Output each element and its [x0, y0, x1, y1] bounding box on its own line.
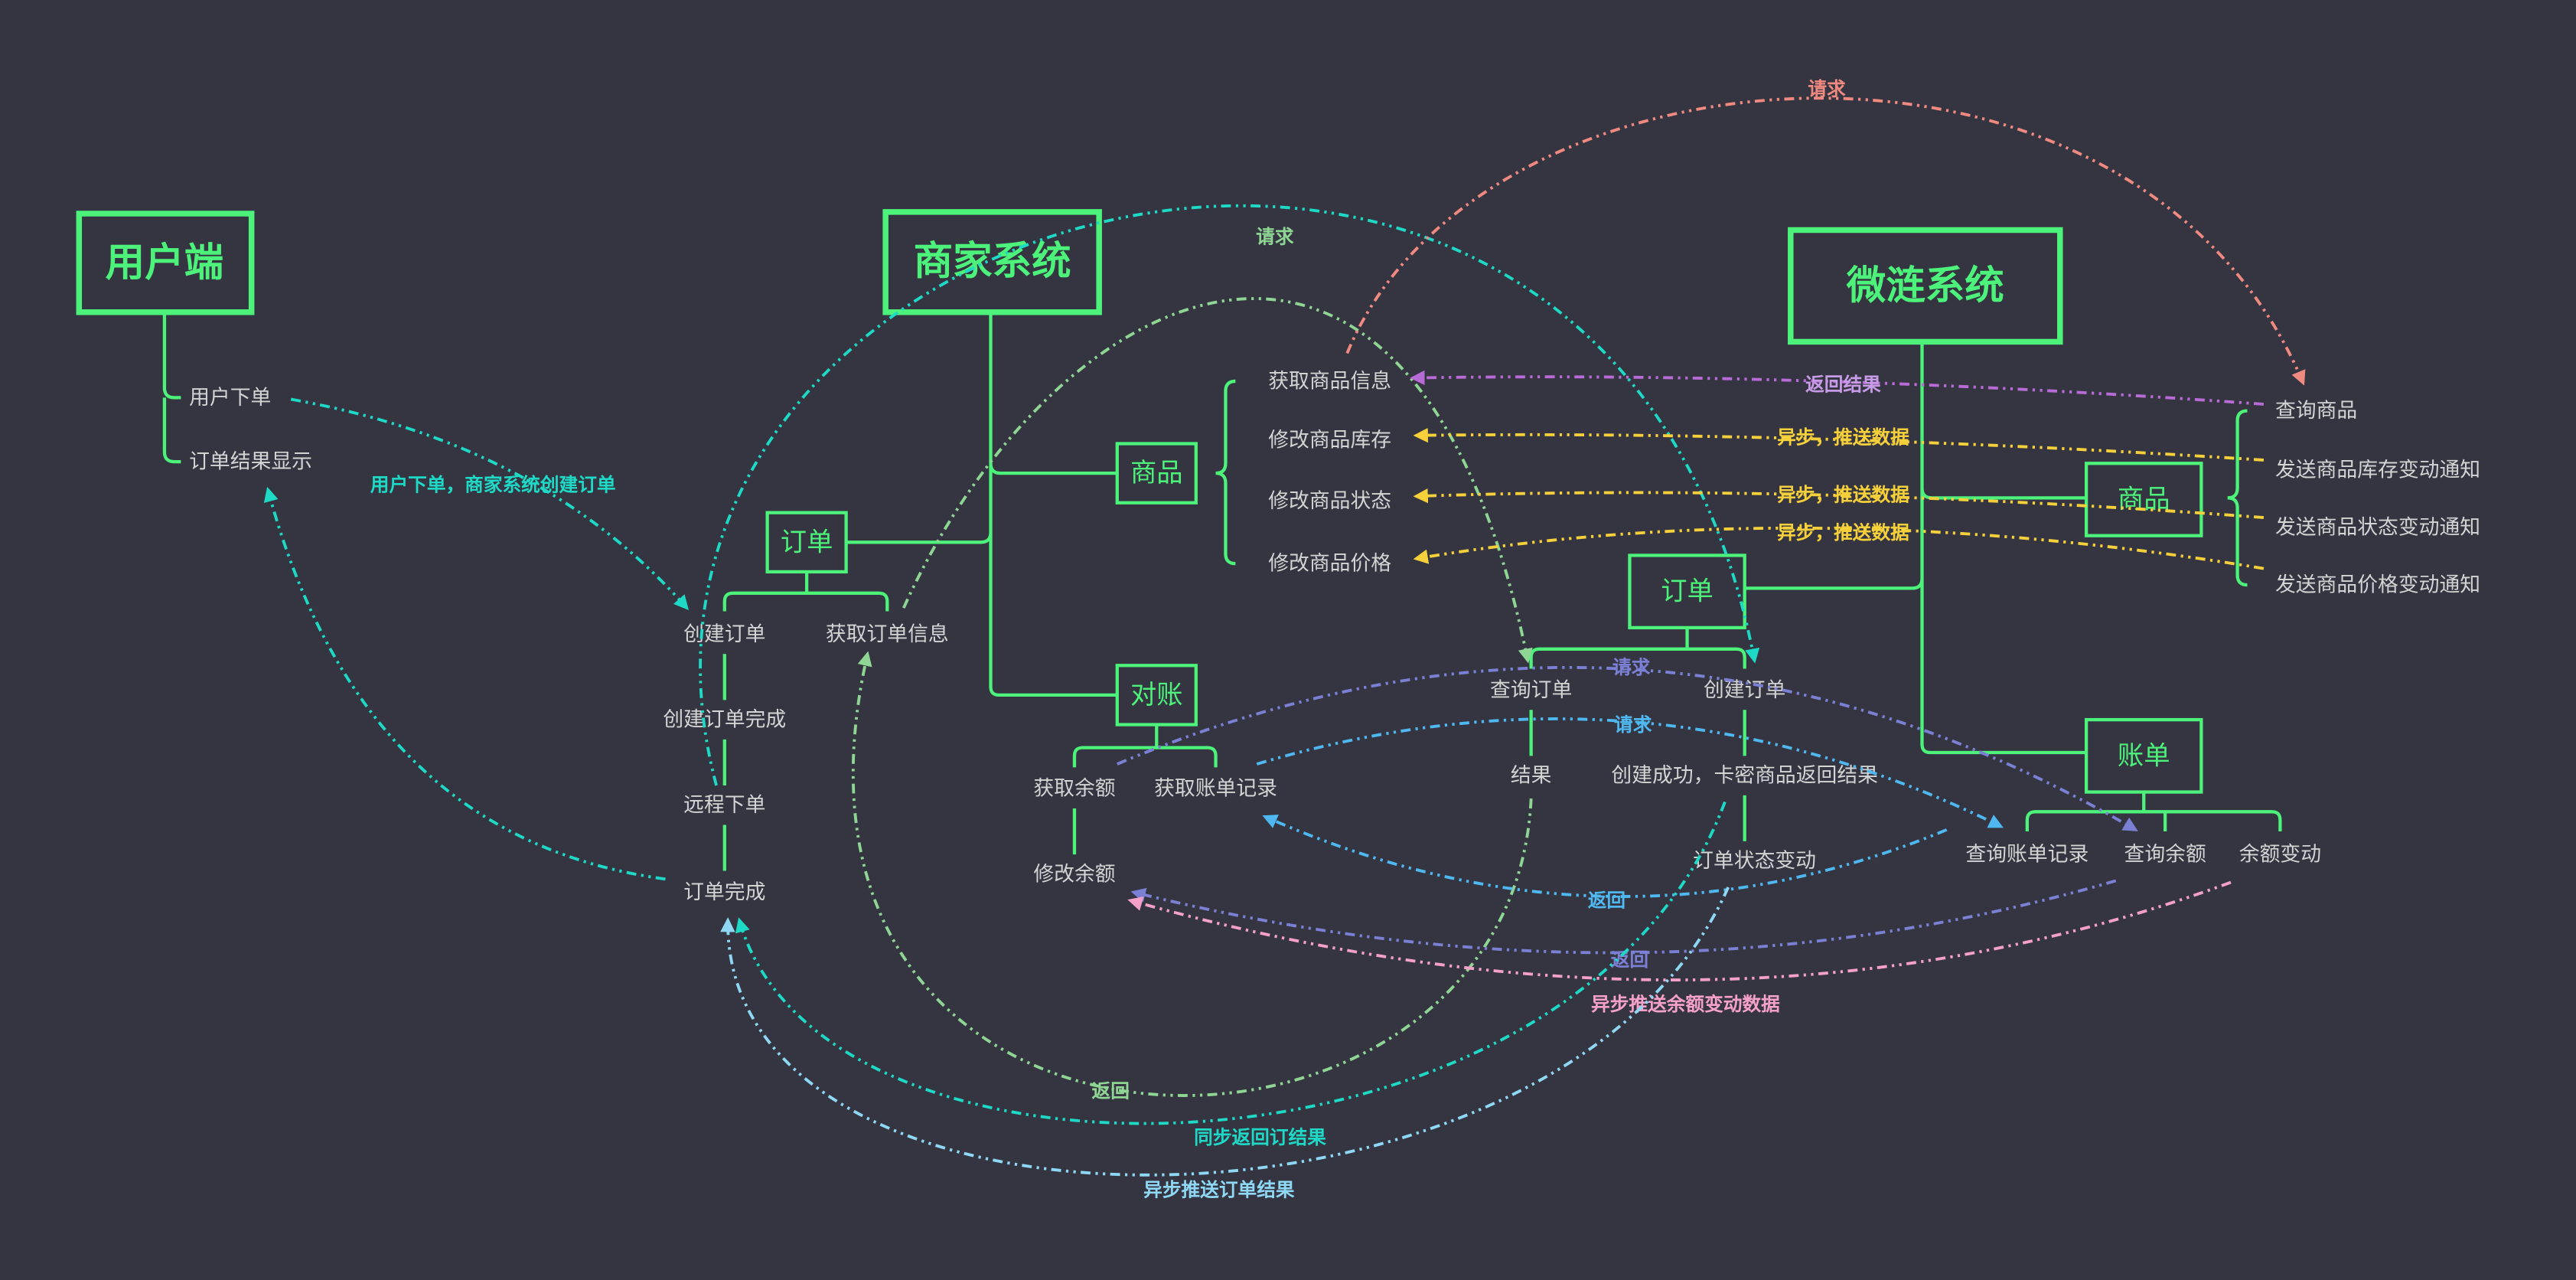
node-merchant-goods[interactable]: 商品	[1115, 442, 1198, 504]
leaf-get-bill[interactable]: 获取账单记录	[1154, 777, 1277, 801]
leaf-query-balance[interactable]: 查询余额	[2124, 843, 2206, 867]
node-label: 订单	[781, 527, 833, 557]
leaf-user-order[interactable]: 用户下单	[189, 386, 271, 410]
edge-request-goods[interactable]: 请求	[1345, 77, 2306, 386]
edge-label: 请求	[1808, 77, 1846, 100]
edge-push-balance[interactable]: 异步推送余额变动数据	[1127, 880, 2232, 1015]
node-label: 账单	[2118, 740, 2170, 771]
root-title: 微涟系统	[1846, 263, 2004, 309]
edge-label: 异步推送订单结果	[1143, 1178, 1295, 1200]
edge-request-bill[interactable]: 请求	[1256, 713, 2004, 828]
leaf-items: 用户下单 订单结果显示 获取商品信息 修改商品库存 修改商品状态 修改商品价格 …	[189, 369, 2480, 904]
edge-label: 返回	[1092, 1080, 1130, 1102]
leaf-balance-change[interactable]: 余额变动	[2239, 843, 2321, 867]
node-merchant-order[interactable]: 订单	[765, 511, 848, 574]
edge-label: 用户下单，商家系统创建订单	[370, 474, 616, 496]
edge-return-bill[interactable]: 返回	[1262, 815, 1948, 912]
leaf-notify-status[interactable]: 发送商品状态变动通知	[2275, 515, 2480, 539]
node-weilian-order[interactable]: 订单	[1628, 553, 1746, 630]
edge-async-stock[interactable]: 异步，推送数据	[1413, 426, 2265, 462]
leaf-create-order[interactable]: 创建订单	[683, 622, 765, 646]
leaf-edit-stock[interactable]: 修改商品库存	[1268, 429, 1391, 452]
node-label: 商品	[1130, 458, 1183, 488]
leaf-edit-status[interactable]: 修改商品状态	[1268, 489, 1391, 513]
leaf-edit-price[interactable]: 修改商品价格	[1268, 552, 1391, 576]
leaf-create-done[interactable]: 创建订单完成	[663, 708, 786, 732]
edge-label: 请求	[1614, 713, 1652, 736]
edge-return-order[interactable]: 返回	[851, 651, 1533, 1102]
leaf-get-order-info[interactable]: 获取订单信息	[826, 622, 949, 646]
edge-async-order[interactable]: 异步推送订单结果	[720, 887, 1730, 1200]
node-label: 对账	[1130, 680, 1183, 710]
leaf-remote-order[interactable]: 远程下单	[683, 793, 765, 817]
edge-sync-order[interactable]: 同步返回订结果	[735, 801, 1727, 1148]
leaf-query-bill[interactable]: 查询账单记录	[1965, 843, 2089, 867]
node-label: 订单	[1661, 576, 1714, 607]
leaf-notify-price[interactable]: 发送商品价格变动通知	[2275, 573, 2480, 597]
leaf-edit-balance[interactable]: 修改余额	[1033, 862, 1115, 886]
root-user[interactable]: 用户端	[76, 211, 255, 315]
edge-label: 请求	[1256, 226, 1294, 248]
root-merchant[interactable]: 商家系统	[882, 209, 1102, 315]
leaf-get-goods[interactable]: 获取商品信息	[1268, 369, 1391, 393]
edge-async-status[interactable]: 异步，推送数据	[1413, 484, 2265, 520]
node-weilian-bill[interactable]: 账单	[2084, 717, 2203, 794]
edge-return-goods[interactable]: 返回结果	[1410, 370, 2265, 406]
edge-request-order[interactable]: 请求	[902, 226, 1533, 664]
node-merchant-recon[interactable]: 对账	[1115, 664, 1198, 727]
edge-label: 返回结果	[1805, 374, 1881, 396]
root-title: 用户端	[106, 240, 224, 286]
edge-label: 异步，推送数据	[1777, 521, 1909, 544]
edge-return-balance[interactable]: 返回	[1130, 879, 2117, 971]
leaf-order-done[interactable]: 订单完成	[683, 880, 765, 904]
node-weilian-goods[interactable]: 商品	[2084, 462, 2203, 537]
edge-request-balance[interactable]: 请求	[1117, 656, 2138, 831]
leaf-status-change[interactable]: 订单状态变动	[1693, 849, 1816, 873]
leaf-order-result[interactable]: 订单结果显示	[189, 450, 312, 474]
leaf-create-result[interactable]: 创建成功，卡密商品返回结果	[1611, 764, 1878, 788]
edge-label: 返回	[1588, 890, 1625, 912]
root-title: 商家系统	[914, 238, 1071, 284]
tree-lines	[162, 312, 2282, 871]
edge-async-price[interactable]: 异步，推送数据	[1413, 521, 2265, 570]
edge-user-create[interactable]: 用户下单，商家系统创建订单	[290, 397, 689, 611]
leaf-notify-stock[interactable]: 发送商品库存变动通知	[2275, 458, 2480, 482]
edge-label: 异步，推送数据	[1777, 484, 1909, 506]
edge-order-done-to-result[interactable]	[263, 486, 666, 881]
edge-remote-to-create[interactable]	[699, 204, 1760, 786]
root-weilian[interactable]: 微涟系统	[1788, 227, 2063, 345]
leaf-wl-create-order[interactable]: 创建订单	[1704, 678, 1785, 702]
leaf-query-goods[interactable]: 查询商品	[2275, 399, 2357, 423]
leaf-query-order[interactable]: 查询订单	[1490, 678, 1572, 702]
edge-label: 异步推送余额变动数据	[1591, 993, 1780, 1015]
edge-label: 同步返回订结果	[1194, 1126, 1326, 1148]
leaf-query-result[interactable]: 结果	[1511, 764, 1552, 788]
leaf-get-balance[interactable]: 获取余额	[1033, 777, 1115, 801]
edge-label: 异步，推送数据	[1777, 426, 1909, 448]
edge-label: 请求	[1612, 656, 1651, 678]
